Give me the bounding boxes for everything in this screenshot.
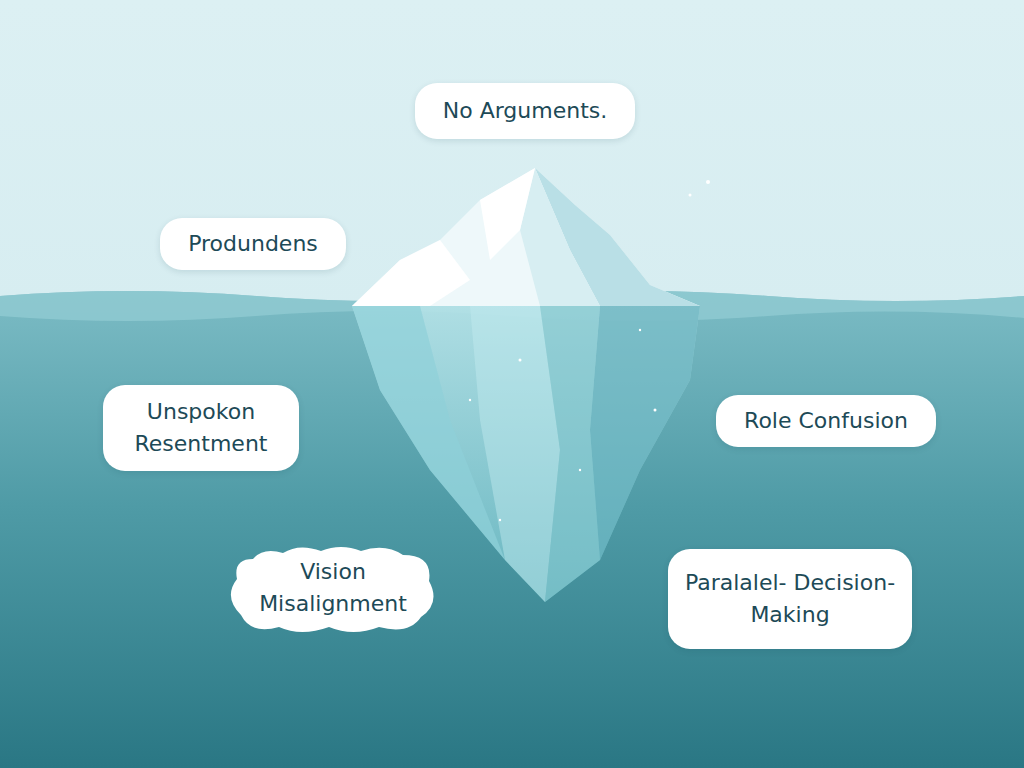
pill-label: Unspokon Resentment (103, 385, 299, 471)
pill-label: Produndens (160, 218, 346, 270)
label-text: Unspokon Resentment (117, 396, 285, 460)
label-text: No Arguments. (443, 95, 608, 127)
pill-label: No Arguments. (415, 83, 636, 139)
label-text: Role Confusion (744, 405, 908, 437)
label-text: Produndens (188, 228, 318, 260)
label-text: Paralalel- Decision-Making (682, 567, 898, 631)
pill-label: Role Confusion (716, 395, 936, 447)
cloud-outline (229, 545, 437, 631)
pill-label: Paralalel- Decision-Making (668, 549, 912, 649)
cloud-label: Vision Misalignment (229, 545, 437, 631)
label-text: Vision Misalignment (249, 556, 417, 620)
